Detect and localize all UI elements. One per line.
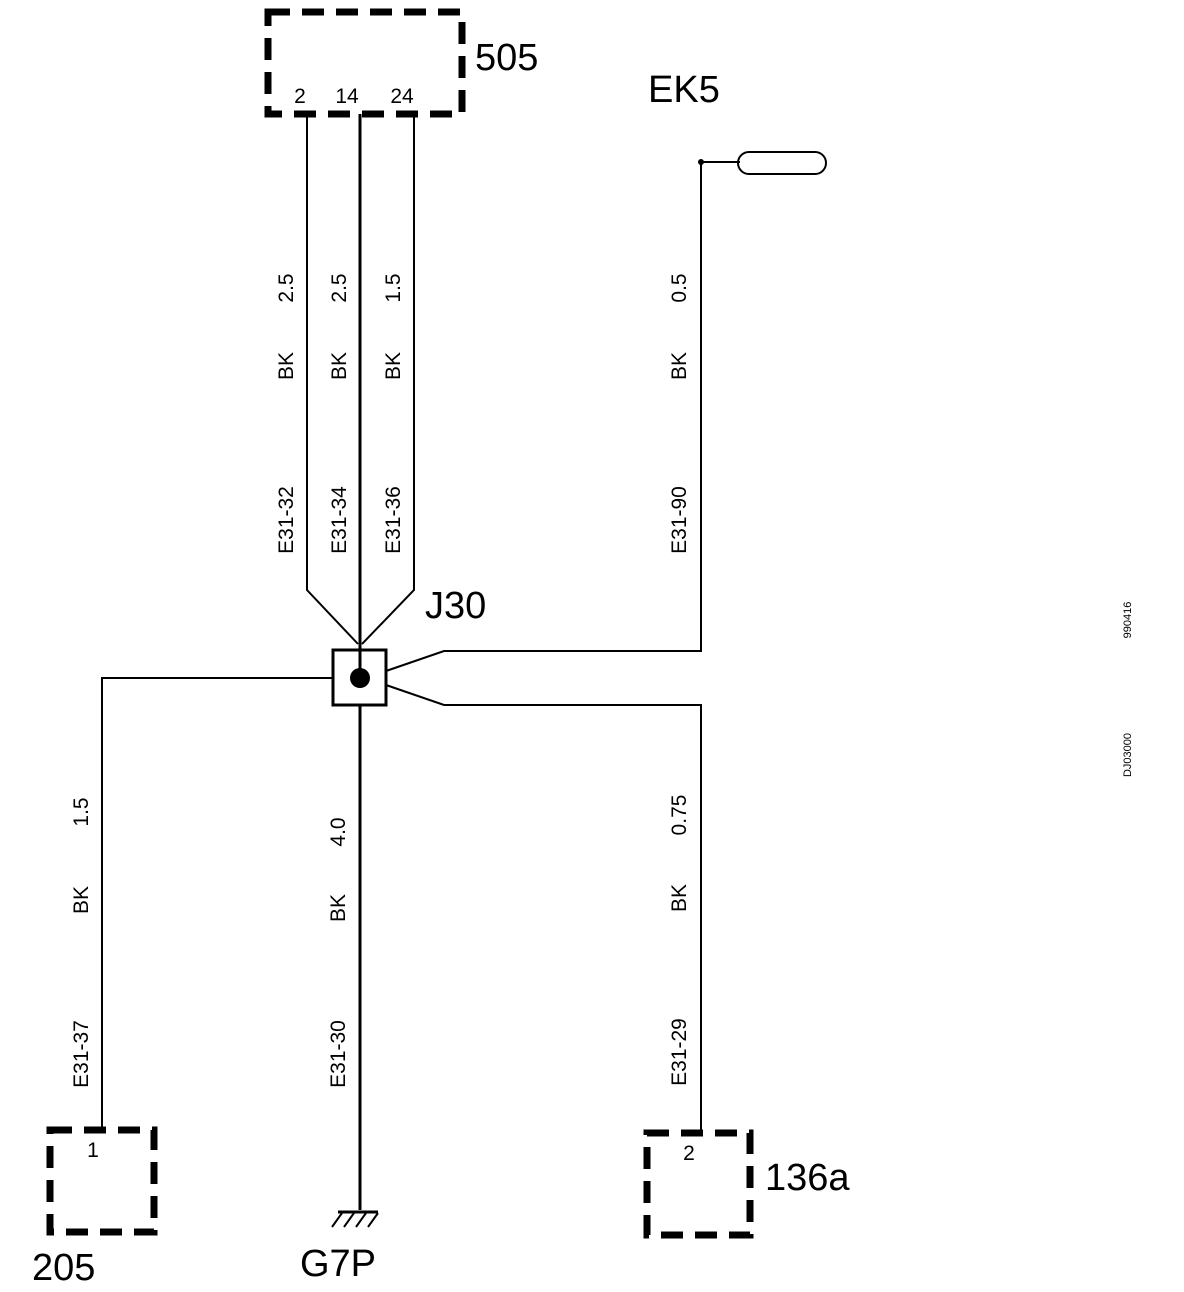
margin-doc-code: DJ03000	[1122, 733, 1134, 777]
connector-136a-pin: 2	[683, 1142, 695, 1165]
wire-e31-34-id: E31-34	[328, 486, 351, 554]
splice-j30-label: J30	[425, 585, 486, 627]
wire-e31-29-id: E31-29	[668, 1018, 691, 1086]
ground-hatch-4	[367, 1212, 379, 1228]
connector-136a-box	[643, 1129, 754, 1239]
wire-e31-30-id: E31-30	[327, 1020, 350, 1088]
connector-505-pin-14: 14	[335, 85, 359, 108]
ek5-ring-terminal	[737, 151, 827, 175]
wire-e31-36-color: BK	[382, 352, 405, 380]
wire-e31-36-size: 1.5	[382, 273, 405, 302]
wire-e31-36-id: E31-36	[382, 486, 405, 554]
connector-205-box	[46, 1126, 158, 1236]
margin-date-code: 990416	[1122, 602, 1134, 639]
connector-505-pin-24: 24	[390, 85, 414, 108]
wire-e31-32-id: E31-32	[275, 486, 298, 554]
wire-e31-37-id: E31-37	[70, 1020, 93, 1088]
connector-205-pin: 1	[87, 1139, 99, 1162]
wire-e31-34-size: 2.5	[328, 273, 351, 302]
wire-e31-36	[361, 114, 415, 645]
wire-e31-32	[306, 114, 359, 645]
splice-j30-box	[331, 648, 388, 707]
wire-e31-29-size: 0.75	[668, 795, 691, 836]
ground-g7p-label: G7P	[300, 1243, 376, 1285]
connector-136a-label: 136a	[765, 1157, 850, 1199]
wire-e31-30-color: BK	[327, 894, 350, 922]
connector-505-label: 505	[475, 37, 538, 79]
wire-e31-29-color: BK	[668, 884, 691, 912]
wire-e31-30-size: 4.0	[327, 817, 350, 846]
wire-e31-37	[101, 677, 334, 1130]
wire-e31-32-color: BK	[275, 352, 298, 380]
ground-hatch-2	[343, 1212, 355, 1228]
connector-505-box	[264, 8, 466, 118]
wire-e31-90-color: BK	[668, 352, 691, 380]
wire-e31-32-size: 2.5	[275, 273, 298, 302]
ground-hatch-3	[355, 1212, 367, 1228]
wire-e31-37-color: BK	[70, 886, 93, 914]
wire-e31-29	[385, 684, 702, 1132]
wire-e31-90	[385, 162, 702, 672]
wire-e31-90-size: 0.5	[668, 273, 691, 302]
wire-e31-37-size: 1.5	[70, 797, 93, 826]
ground-hatch-1	[331, 1212, 343, 1228]
connector-505-pin-2: 2	[294, 85, 306, 108]
ek5-label: EK5	[648, 69, 720, 111]
wire-e31-90-id: E31-90	[668, 486, 691, 554]
wire-e31-34-color: BK	[328, 352, 351, 380]
splice-j30-dot	[350, 668, 370, 688]
connector-205-label: 205	[32, 1247, 95, 1289]
